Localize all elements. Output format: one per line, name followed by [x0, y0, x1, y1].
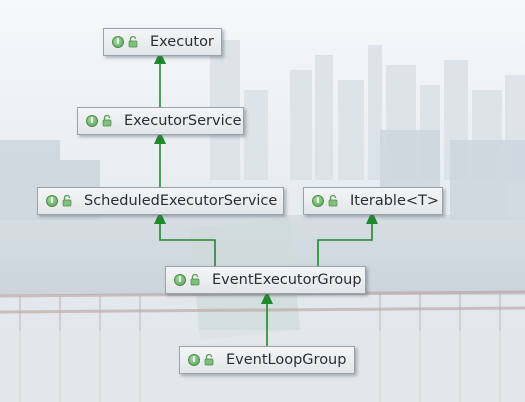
- interface-icon: I: [188, 354, 200, 366]
- node-label: EventExecutorGroup: [212, 272, 362, 288]
- interface-icon: I: [46, 195, 58, 207]
- node-label: Executor: [150, 34, 214, 50]
- edge-eventexecutorgroup-iterable: [317, 222, 373, 266]
- lock-open-icon: [102, 115, 112, 127]
- node-event-loop-group[interactable]: I EventLoopGroup: [179, 346, 355, 374]
- lock-open-icon: [328, 195, 338, 207]
- node-executor[interactable]: I Executor: [103, 28, 222, 56]
- node-executor-service[interactable]: I ExecutorService: [77, 107, 244, 135]
- lock-open-icon: [62, 195, 72, 207]
- node-label: ScheduledExecutorService: [84, 193, 278, 209]
- node-label: EventLoopGroup: [226, 352, 347, 368]
- node-scheduled-executor-service[interactable]: I ScheduledExecutorService: [37, 187, 284, 215]
- arrowhead-iterable: [366, 211, 378, 224]
- node-label: Iterable<T>: [350, 193, 440, 209]
- lock-open-icon: [190, 274, 200, 286]
- arrowhead-eventexecutorgroup: [261, 291, 273, 304]
- arrowhead-scheduled: [154, 211, 166, 224]
- lock-open-icon: [128, 36, 138, 48]
- arrowhead-executor: [154, 51, 166, 64]
- node-label: ExecutorService: [124, 113, 242, 129]
- lock-open-icon: [204, 354, 214, 366]
- arrowhead-executorservice: [154, 131, 166, 144]
- edge-eventexecutorgroup-scheduled: [159, 222, 216, 266]
- interface-icon: I: [112, 36, 124, 48]
- interface-icon: I: [312, 195, 324, 207]
- node-iterable[interactable]: I Iterable<T>: [303, 187, 443, 215]
- interface-icon: I: [86, 115, 98, 127]
- node-event-executor-group[interactable]: I EventExecutorGroup: [165, 266, 366, 294]
- interface-icon: I: [174, 274, 186, 286]
